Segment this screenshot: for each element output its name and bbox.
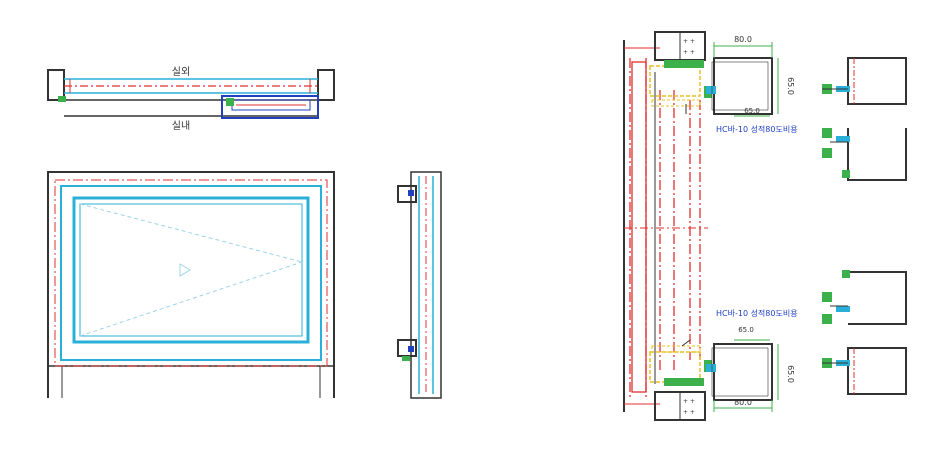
svg-text:+ +: + +: [683, 409, 695, 416]
indoor-label: 실내: [172, 120, 190, 132]
note-bottom: HC바-10 성적80도비용: [716, 308, 798, 318]
svg-text:+ +: + +: [683, 398, 695, 405]
svg-text:+ +: + +: [683, 38, 695, 45]
plan-view: 실외 실내: [47, 66, 335, 132]
window-elevation: [47, 171, 335, 398]
svg-text:+ +: + +: [683, 49, 695, 56]
dim-inner-bottom: 65.0: [738, 326, 754, 334]
dim-height-top: 65.0: [786, 77, 795, 95]
dim-width-top: 80.0: [734, 35, 752, 44]
outdoor-label: 실외: [172, 66, 190, 78]
dim-height-bottom: 65.0: [786, 365, 795, 383]
dim-width-bottom: 80.0: [734, 398, 752, 407]
side-section: [397, 171, 442, 399]
note-top: HC바-10 성적80도비용: [716, 124, 798, 134]
connector-details: [822, 57, 907, 395]
dim-inner-top: 65.0: [744, 107, 760, 115]
detail-section: + + + + + + + + 80.0 65.0 65.0 HC바-10 성적…: [623, 31, 907, 421]
